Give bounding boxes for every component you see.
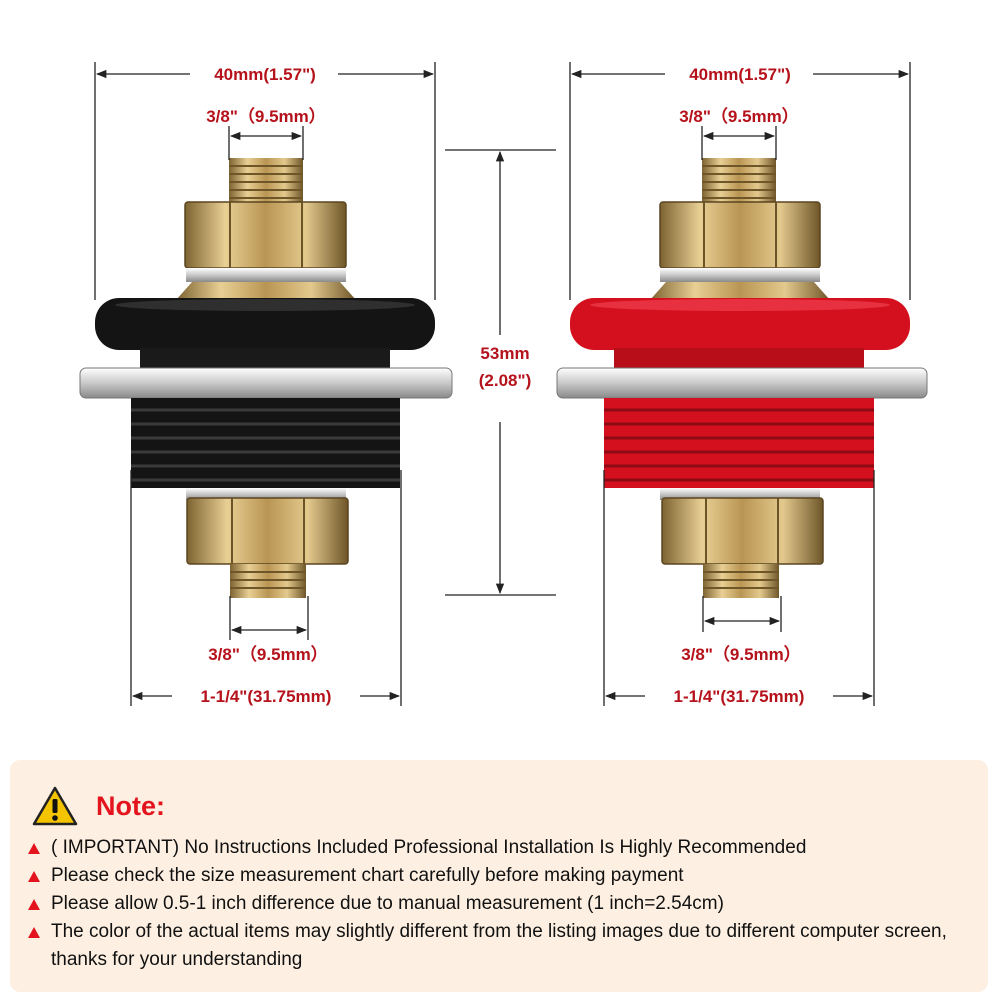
note-item: ( IMPORTANT) No Instructions Included Pr… <box>28 834 973 862</box>
right-width-label: 40mm(1.57") <box>689 65 791 84</box>
bottom-hex-nut <box>186 497 349 565</box>
cone-washer <box>650 282 830 300</box>
top-hex-nut <box>184 201 347 269</box>
threaded-body <box>604 398 874 488</box>
red-flange <box>570 298 910 350</box>
note-text: Please check the size measurement chart … <box>51 865 684 886</box>
right-base-label: 1-1/4"(31.75mm) <box>673 687 805 706</box>
top-washer <box>660 268 820 282</box>
note-item: Please check the size measurement chart … <box>28 862 973 890</box>
left-width-label: 40mm(1.57") <box>214 65 316 84</box>
metal-washer <box>79 367 453 399</box>
right-bottom-thread-label: 3/8"（9.5mm） <box>681 645 801 664</box>
note-item: Please allow 0.5-1 inch difference due t… <box>28 890 973 918</box>
left-base-label: 1-1/4"(31.75mm) <box>200 687 332 706</box>
note-text: Please allow 0.5-1 inch difference due t… <box>51 893 724 914</box>
top-thread <box>702 158 776 204</box>
bottom-hex-nut <box>661 497 824 565</box>
note-header: Note: <box>32 786 165 826</box>
bottom-thread <box>230 564 306 598</box>
right-top-thread-label: 3/8"（9.5mm） <box>679 107 799 126</box>
left-top-thread-label: 3/8"（9.5mm） <box>206 107 326 126</box>
bottom-thread <box>703 564 779 598</box>
bullet-triangle-icon <box>28 871 40 882</box>
warning-triangle-icon <box>32 786 78 826</box>
note-text: The color of the actual items may slight… <box>51 921 947 970</box>
top-washer <box>186 268 346 282</box>
cone-washer <box>176 282 356 300</box>
red-terminal-post <box>556 158 928 598</box>
height-imperial-label: (2.08") <box>478 371 532 390</box>
left-bottom-thread-label: 3/8"（9.5mm） <box>208 645 328 664</box>
note-title: Note: <box>96 790 165 821</box>
metal-washer <box>556 367 928 399</box>
black-terminal-post <box>79 158 453 598</box>
top-hex-nut <box>659 201 821 269</box>
height-label: 53mm <box>480 344 530 363</box>
bullet-triangle-icon <box>28 927 40 938</box>
note-item: The color of the actual items may slight… <box>28 918 973 974</box>
product-drawing <box>79 62 928 706</box>
threaded-body <box>131 398 400 488</box>
top-thread <box>229 158 303 204</box>
note-panel: Note: ( IMPORTANT) No Instructions Inclu… <box>10 760 988 992</box>
bullet-triangle-icon <box>28 899 40 910</box>
note-text: ( IMPORTANT) No Instructions Included Pr… <box>51 837 807 858</box>
note-list: ( IMPORTANT) No Instructions Included Pr… <box>28 834 973 974</box>
dimension-lines <box>94 62 911 706</box>
bullet-triangle-icon <box>28 843 40 854</box>
black-flange <box>95 298 435 350</box>
